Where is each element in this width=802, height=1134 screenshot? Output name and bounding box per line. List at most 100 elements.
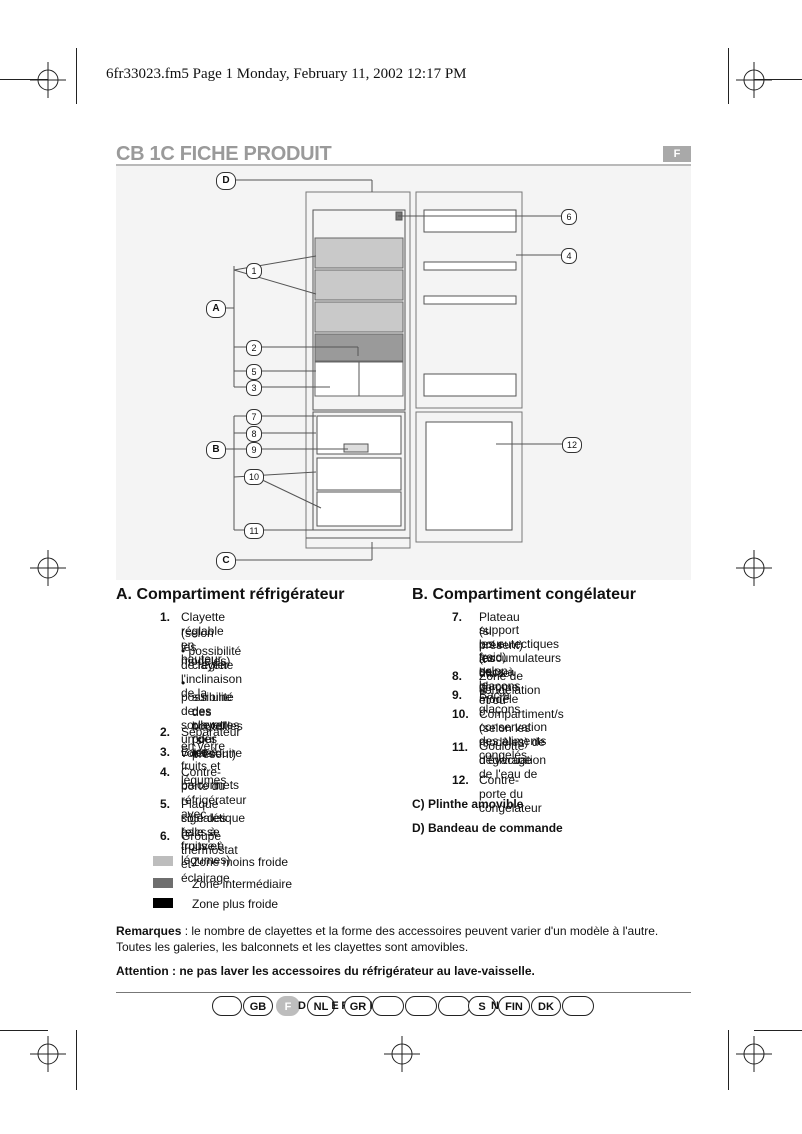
callout-b: B: [206, 441, 226, 459]
callout-1: 1: [246, 263, 262, 279]
remarks-text: : le nombre de clayettes et la forme des…: [181, 924, 659, 938]
item-number: 4.: [160, 765, 171, 779]
item-text: Contre-porte du réfrigérateur avec: [181, 765, 247, 821]
attention-note: Attention : ne pas laver les accessoires…: [116, 964, 535, 978]
language-pill-n: N: [491, 1000, 499, 1012]
title-divider: [116, 164, 691, 166]
bottom-divider: [116, 992, 691, 993]
callout-3: 3: [246, 380, 262, 396]
callout-5: 5: [246, 364, 262, 380]
legend-label: Zone plus froide: [192, 897, 279, 911]
bullet-text: • possibilité de régler l'inclinaison de…: [181, 644, 242, 700]
language-pill-fin: FIN: [498, 996, 530, 1016]
language-pill-blank: [405, 996, 437, 1016]
section-a-title: A. Compartiment réfrigérateur: [116, 586, 345, 603]
callout-11: 11: [244, 523, 264, 539]
language-pill-f: F: [276, 996, 300, 1016]
callout-12: 12: [562, 437, 582, 453]
crop-mark: [754, 79, 802, 80]
crop-mark: [76, 48, 77, 104]
item-number: 3.: [160, 745, 171, 759]
crop-mark: [0, 79, 48, 80]
item-text: dégivrage: [479, 753, 532, 767]
crop-mark: [0, 1030, 48, 1031]
item-number: 5.: [160, 797, 171, 811]
item-number: 9.: [452, 688, 463, 702]
legend-swatch-intermediate: [153, 878, 173, 888]
callout-2: 2: [246, 340, 262, 356]
language-pill-gr: GR: [344, 996, 372, 1016]
language-pill-blank: [562, 996, 594, 1016]
control-panel-label: D) Bandeau de commande: [412, 821, 563, 835]
bullet-text: • possibilité de soulever un des volets: [181, 676, 234, 760]
language-pill-d: D: [298, 1000, 306, 1012]
item-text: Compartiment/s (selon les modèles) de: [479, 707, 564, 749]
callout-8: 8: [246, 426, 262, 442]
item-text: (selon les modèles): [181, 626, 231, 668]
item-number: 1.: [160, 610, 171, 624]
item-text: Plateau (si présent) à utiliser comme: [479, 610, 524, 694]
item-text: conservation des aliments congelés: [479, 720, 548, 762]
language-pill-blank: [372, 996, 404, 1016]
crop-mark: [76, 1030, 77, 1090]
item-number: 8.: [452, 669, 463, 683]
callout-6: 6: [561, 209, 577, 225]
callout-4: 4: [561, 248, 577, 264]
callout-7: 7: [246, 409, 262, 425]
language-pill-i: I: [369, 1000, 373, 1012]
language-pill-blank: [438, 996, 470, 1016]
crop-mark: [754, 1030, 802, 1031]
item-text: Plaque signalétique (elle se trouve à: [181, 797, 246, 853]
item-text: Contre-porte du congélateur: [479, 773, 542, 815]
legend-label: Zone intermédiaire: [192, 877, 293, 891]
item-text: côté des bacs à fruits et légumes): [181, 811, 231, 867]
section-b-title: B. Compartiment congélateur: [412, 586, 637, 603]
item-number: 12.: [452, 773, 469, 787]
item-text: Zone de congélation: [479, 669, 541, 697]
item-number: 6.: [160, 829, 171, 843]
item-number: 11.: [452, 740, 469, 754]
item-text: Clayette réglable en hauteur: [181, 610, 226, 666]
bullet-text: sur une des clayettes pour introduire: [192, 690, 243, 760]
legend-label: Zone moins froide: [192, 855, 289, 869]
language-pill-blank: [212, 996, 242, 1016]
item-text: Bacs à fruits et légumes: [181, 745, 227, 787]
item-text: Groupe thermostat et éclairage: [181, 829, 238, 885]
remarks-line-1: Remarques : le nombre de clayettes et la…: [116, 923, 658, 939]
remarks-line-2: Toutes les galeries, les balconnets et l…: [116, 940, 469, 954]
callout-a: A: [206, 300, 226, 318]
legend-swatch-coldest: [153, 898, 173, 908]
plinth-label: C) Plinthe amovible: [412, 797, 524, 811]
item-number: 10.: [452, 707, 469, 721]
item-text: Bac à glaçons: [479, 688, 521, 716]
bullet-text: clayette: [192, 658, 234, 672]
remarks-label: Remarques: [116, 924, 182, 938]
item-text: froid) selon le modèle: [479, 650, 519, 706]
file-header: 6fr33023.fm5 Page 1 Monday, February 11,…: [106, 66, 467, 82]
callout-c: C: [216, 552, 236, 570]
language-pill-gb: GB: [243, 996, 273, 1016]
item-text: les eutectiques (accumulateurs de: [479, 637, 562, 679]
page-title: CB 1C FICHE PRODUIT: [116, 143, 332, 165]
language-pill-nl: NL: [307, 996, 335, 1016]
fridge-diagram: D A B C 1 2 5 3 7 8 9 10 11 6 4 12: [116, 166, 691, 580]
language-pill-s: S: [468, 996, 496, 1016]
callout-9: 9: [246, 442, 262, 458]
bullet-text: des bouteilles (si présent): [192, 705, 243, 761]
crop-mark: [728, 48, 729, 104]
language-pill-e: E: [331, 1000, 339, 1012]
item-text: balconnets: [181, 778, 240, 792]
language-pill-dk: DK: [531, 996, 561, 1016]
fridge-diagram-svg: [226, 179, 566, 561]
item-number: 2.: [160, 725, 171, 739]
item-text: support pour les bacs à glaçons et/ou: [479, 623, 521, 707]
legend-swatch-less-cold: [153, 856, 173, 866]
item-number: 7.: [452, 610, 463, 624]
callout-10: 10: [244, 469, 264, 485]
item-text: Séparateur en verre: [181, 725, 241, 753]
crop-mark: [728, 1030, 729, 1090]
item-text: Goulotte d'évacuation de l'eau de: [479, 739, 547, 781]
callout-d: D: [216, 172, 236, 190]
language-tab: F: [663, 146, 691, 162]
